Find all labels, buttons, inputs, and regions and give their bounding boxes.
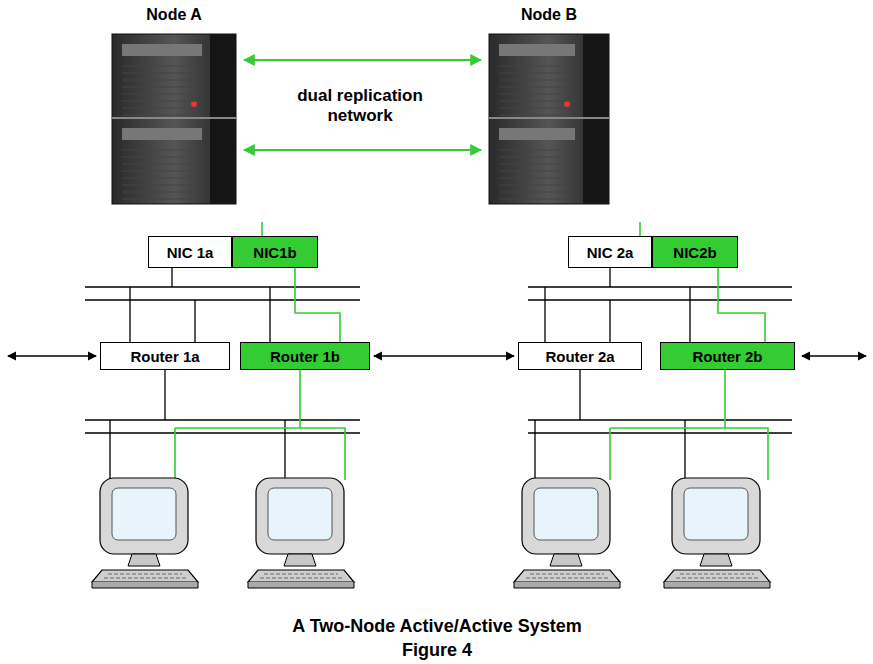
device-label: NIC 2a bbox=[587, 244, 634, 261]
device-label: NIC 1a bbox=[167, 244, 214, 261]
network-device-box: NIC 2a bbox=[568, 236, 652, 268]
link-arrow bbox=[374, 355, 514, 356]
network-device-box: NIC2b bbox=[652, 236, 738, 268]
network-device-box: Router 2b bbox=[660, 342, 795, 370]
network-label: dual replication network bbox=[282, 86, 438, 126]
network-device-box: Router 1b bbox=[240, 342, 370, 370]
node-title: Node A bbox=[108, 0, 240, 30]
figure-number: Figure 4 bbox=[337, 640, 537, 661]
node-title: Node B bbox=[485, 0, 613, 30]
network-device-box: Router 2a bbox=[518, 342, 642, 370]
device-label: Router 2b bbox=[692, 348, 762, 365]
device-label: Router 1b bbox=[270, 348, 340, 365]
device-label: NIC1b bbox=[253, 244, 296, 261]
figure-caption: A Two-Node Active/Active System bbox=[137, 616, 737, 637]
server-illustration bbox=[108, 30, 240, 236]
server-node: Node A bbox=[108, 0, 240, 236]
device-label: NIC2b bbox=[673, 244, 716, 261]
server-node: Node B bbox=[485, 0, 613, 236]
server-illustration bbox=[485, 30, 613, 236]
link-arrow bbox=[244, 149, 481, 151]
network-device-box: NIC1b bbox=[232, 236, 318, 268]
link-arrow bbox=[244, 59, 481, 61]
network-device-box: Router 1a bbox=[100, 342, 230, 370]
device-label: Router 1a bbox=[130, 348, 199, 365]
device-label: Router 2a bbox=[545, 348, 614, 365]
network-device-box: NIC 1a bbox=[148, 236, 232, 268]
